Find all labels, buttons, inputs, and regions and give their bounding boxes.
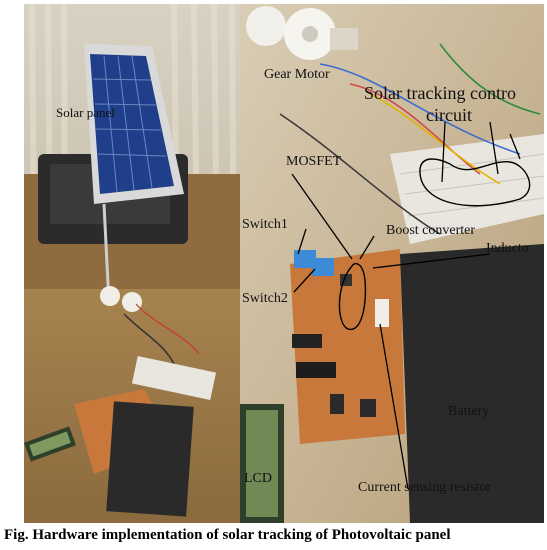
- pcb-board: [290, 249, 405, 444]
- label-solar-panel: Solar panel: [56, 105, 115, 120]
- label-control-circuit-line1: Solar tracking contro: [364, 83, 516, 103]
- left-photo: Solar panel: [24, 4, 240, 523]
- label-battery: Battery: [448, 404, 490, 419]
- label-lcd: LCD: [244, 471, 272, 486]
- label-switch1: Switch1: [242, 217, 288, 232]
- figure-caption: Fig. Hardware implementation of solar tr…: [4, 527, 451, 543]
- right-photo-scene: [240, 4, 544, 523]
- solar-panel-cells: [90, 54, 174, 194]
- label-gear-motor: Gear Motor: [264, 67, 330, 82]
- label-current-sensing-resistor: Current sensing resistor: [358, 480, 491, 495]
- label-switch2: Switch2: [242, 291, 288, 306]
- label-control-circuit-line2: circuit: [426, 105, 472, 125]
- label-mosfet: MOSFET: [286, 154, 342, 169]
- label-inductor: Inducto: [486, 241, 529, 256]
- left-photo-scene: [24, 4, 240, 523]
- battery-block: [400, 244, 544, 523]
- label-boost-converter: Boost converter: [386, 223, 476, 238]
- right-photo: Gear Motor Solar tracking contro circuit…: [240, 4, 544, 523]
